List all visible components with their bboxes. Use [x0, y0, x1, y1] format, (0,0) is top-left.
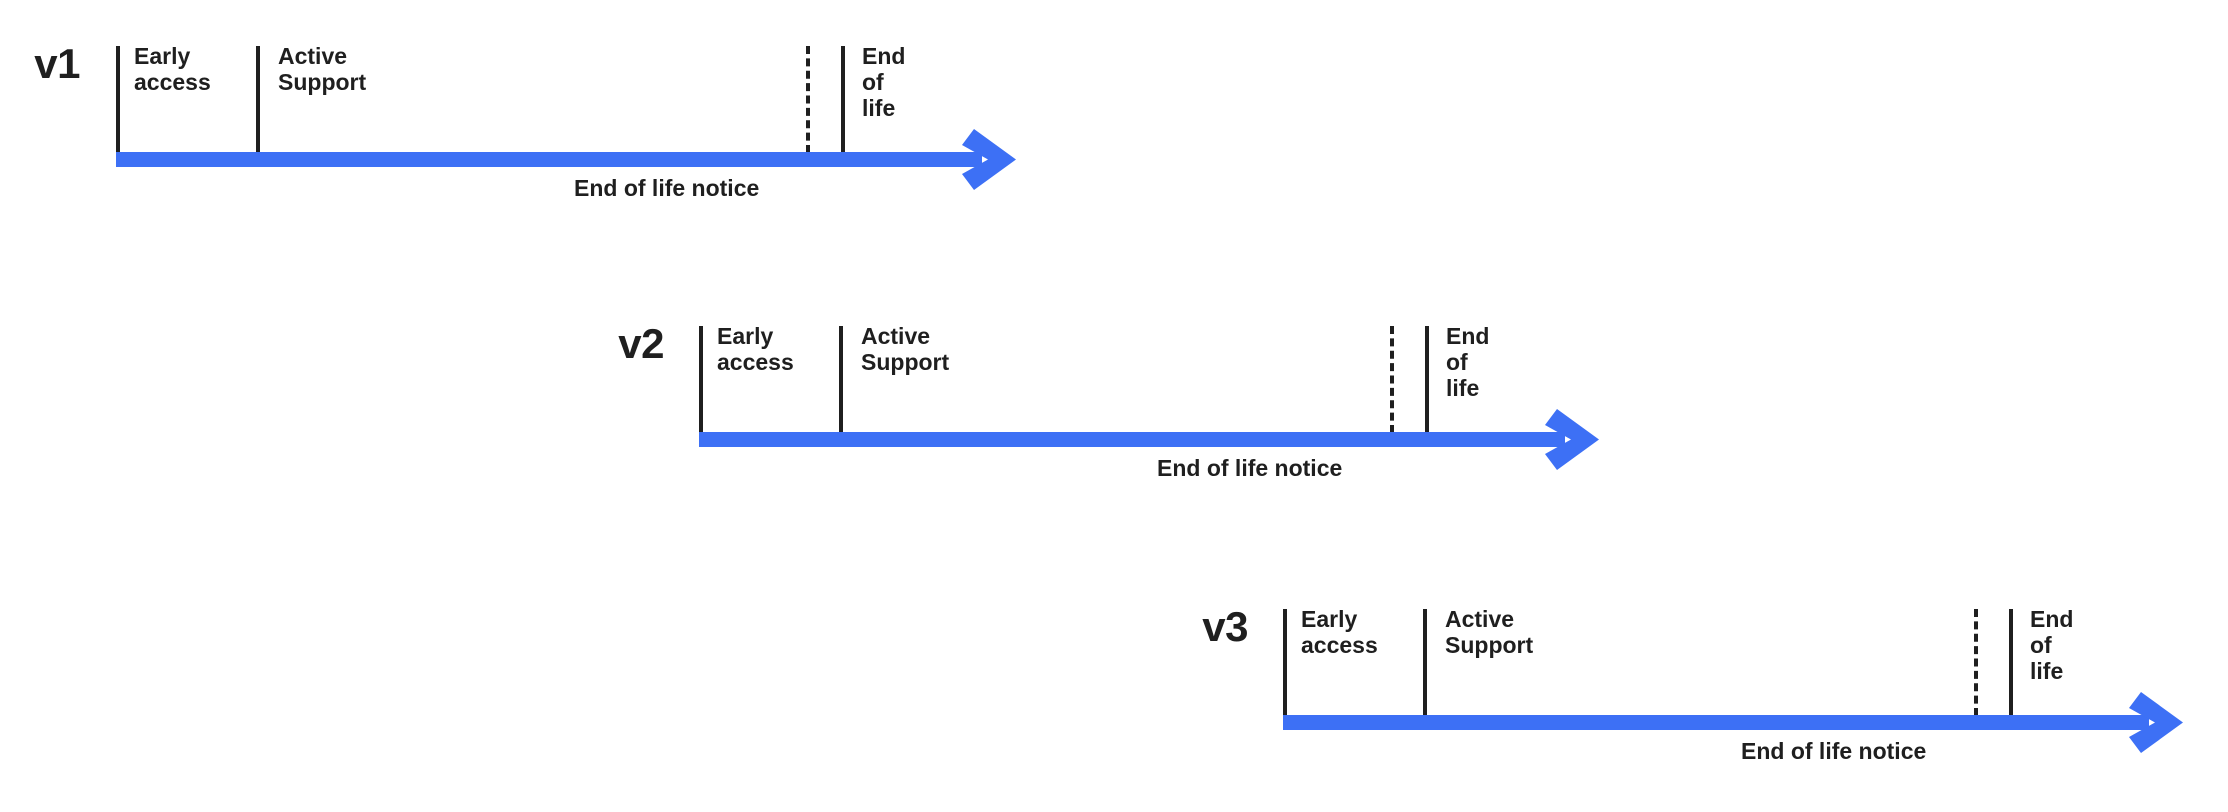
tick-eol-notice-v1: [806, 46, 810, 153]
tick-start-v1: [116, 46, 120, 153]
version-label-v3: v3: [1202, 603, 1248, 650]
timeline-bar-v2: [699, 432, 1565, 447]
phase-label-end-of-life-v3: End of life: [2030, 606, 2074, 685]
tick-eol-notice-v2: [1390, 326, 1394, 433]
timeline-bar-v3: [1283, 715, 2149, 730]
bar-caption-v2: End of life notice: [1157, 455, 1343, 481]
bar-caption-v3: End of life notice: [1741, 738, 1927, 764]
phase-label-end-of-life-v2: End of life: [1446, 323, 1490, 402]
version-label-v2: v2: [618, 320, 664, 367]
tick-end-of-life-v2: [1425, 326, 1429, 433]
tick-eol-notice-v3: [1974, 609, 1978, 716]
phase-label-end-of-life-v1: End of life: [862, 43, 906, 122]
arrowhead-icon-v3: [2129, 692, 2183, 753]
tick-active-support-v2: [839, 326, 843, 433]
tick-start-v2: [699, 326, 703, 433]
arrowhead-icon-v1: [962, 129, 1016, 190]
phase-label-early-access-v1: Early access: [134, 43, 211, 96]
phase-label-active-support-v3: Active Support: [1445, 606, 1534, 659]
phase-label-early-access-v2: Early access: [717, 323, 794, 376]
version-label-v1: v1: [34, 40, 80, 87]
tick-active-support-v1: [256, 46, 260, 153]
bar-caption-v1: End of life notice: [574, 175, 760, 201]
phase-label-active-support-v2: Active Support: [861, 323, 950, 376]
tick-active-support-v3: [1423, 609, 1427, 716]
arrowhead-icon-v2: [1545, 409, 1599, 470]
timeline-bar-v1: [116, 152, 982, 167]
tick-start-v3: [1283, 609, 1287, 716]
phase-label-early-access-v3: Early access: [1301, 606, 1378, 659]
tick-end-of-life-v3: [2009, 609, 2013, 716]
tick-end-of-life-v1: [841, 46, 845, 153]
phase-label-active-support-v1: Active Support: [278, 43, 367, 96]
